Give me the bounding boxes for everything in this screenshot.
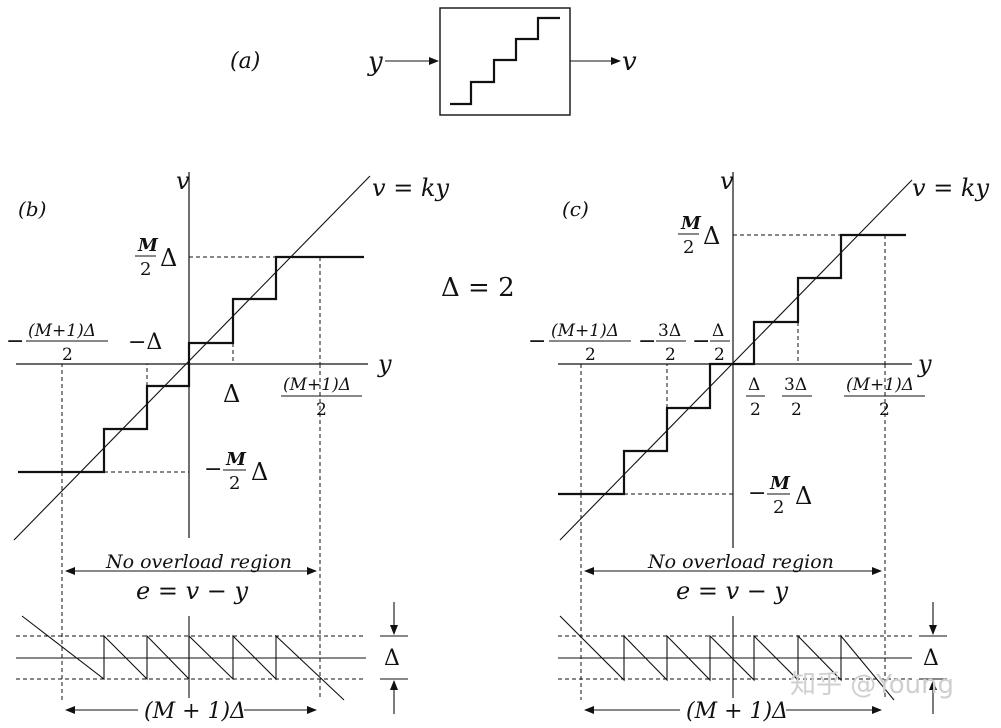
c-error-sawtooth-plot: Δ (M + 1)Δ — [558, 602, 947, 724]
svg-text:2: 2 — [714, 345, 725, 365]
c-half-label: Δ 2 — [746, 375, 765, 420]
b-error-sawtooth-plot: Δ (M + 1)Δ — [16, 602, 408, 724]
c-neg-3half-label: − 3Δ 2 — [638, 321, 686, 365]
svg-text:−: − — [748, 481, 766, 506]
b-v-axis-label: v — [176, 167, 190, 195]
panel-a-input-label: y — [367, 47, 383, 77]
c-three-half-label: 3Δ 2 — [782, 375, 812, 420]
svg-text:No overload region: No overload region — [647, 551, 834, 573]
panel-b-label: (b) — [18, 197, 46, 221]
svg-text:Δ: Δ — [703, 222, 720, 250]
svg-text:No overload region: No overload region — [105, 551, 292, 573]
svg-text:Δ: Δ — [748, 375, 760, 395]
b-line-label: v = ky — [372, 174, 449, 202]
quantizer-box — [439, 7, 571, 116]
svg-text:3Δ: 3Δ — [784, 375, 807, 395]
b-width-label: (M + 1)Δ — [144, 699, 246, 724]
svg-text:−: − — [6, 329, 24, 354]
svg-text:3Δ: 3Δ — [658, 321, 681, 341]
panel-a-label: (a) — [230, 49, 260, 74]
svg-text:2: 2 — [62, 345, 73, 365]
c-error-equation: e = v − y — [676, 577, 788, 605]
b-error-band-label: Δ — [384, 646, 400, 671]
c-width-label: (M + 1)Δ — [686, 699, 788, 724]
svg-text:2: 2 — [665, 345, 676, 365]
svg-text:−: − — [638, 329, 656, 354]
c-diagonal-line — [559, 179, 913, 541]
svg-text:Δ: Δ — [160, 244, 177, 272]
panel-c: (c) v y v = ky M 2 Δ − — [528, 167, 989, 700]
c-top-level-label: M 2 Δ — [678, 213, 720, 258]
b-diagonal-line — [13, 175, 371, 541]
c-error-band-label: Δ — [923, 646, 939, 671]
svg-text:2: 2 — [229, 473, 240, 494]
panel-a: (a) y v — [230, 7, 637, 116]
b-right-end-label: (M+1)Δ 2 — [281, 375, 362, 420]
svg-text:Δ: Δ — [712, 321, 724, 341]
svg-text:(M+1)Δ: (M+1)Δ — [846, 375, 914, 395]
c-left-end-label: − (M+1)Δ 2 — [528, 321, 631, 365]
svg-text:M: M — [680, 213, 702, 234]
svg-text:2: 2 — [773, 497, 784, 518]
c-bottom-level-label: − M 2 Δ — [748, 473, 812, 518]
svg-text:M: M — [137, 235, 159, 256]
svg-text:M: M — [769, 473, 791, 494]
b-bottom-level-label: − M 2 Δ — [204, 449, 268, 494]
svg-text:2: 2 — [791, 400, 802, 420]
svg-text:2: 2 — [140, 259, 151, 280]
svg-text:Δ: Δ — [795, 482, 812, 510]
svg-text:−: − — [692, 329, 710, 354]
svg-text:2: 2 — [750, 400, 761, 420]
svg-text:(M+1)Δ: (M+1)Δ — [551, 321, 619, 341]
b-dashed-guides — [61, 256, 321, 700]
svg-text:(M+1)Δ: (M+1)Δ — [28, 321, 96, 341]
b-error-equation: e = v − y — [136, 577, 248, 605]
c-y-axis-label: y — [917, 350, 932, 378]
panel-a-output-label: v — [622, 47, 637, 77]
svg-text:M: M — [225, 449, 247, 470]
svg-text:2: 2 — [683, 237, 694, 258]
delta-equation: Δ = 2 — [441, 273, 515, 303]
c-no-overload-span: No overload region e = v − y — [584, 551, 882, 605]
svg-text:(M+1)Δ: (M+1)Δ — [283, 375, 351, 395]
watermark-text: 知乎 @Young — [790, 670, 954, 700]
svg-text:−: − — [528, 329, 546, 354]
c-neg-half-label: − Δ 2 — [692, 321, 730, 365]
svg-text:−: − — [204, 457, 222, 482]
svg-text:2: 2 — [585, 345, 596, 365]
svg-text:Δ: Δ — [251, 458, 268, 486]
c-v-axis-label: v — [720, 167, 734, 195]
svg-text:2: 2 — [316, 400, 327, 420]
c-dashed-guides — [580, 234, 886, 700]
panel-c-label: (c) — [562, 197, 589, 221]
b-neg-delta-label: −Δ — [128, 330, 162, 355]
b-left-end-label: − (M+1)Δ 2 — [6, 321, 108, 365]
panel-b: (b) v y v = ky M 2 Δ — [6, 167, 449, 700]
b-quantizer-staircase — [18, 255, 364, 474]
b-top-level-label: M 2 Δ — [135, 235, 177, 280]
b-no-overload-span: No overload region e = v − y — [65, 551, 317, 605]
staircase-icon — [450, 16, 560, 106]
c-right-end-label: (M+1)Δ 2 — [844, 375, 925, 420]
b-delta-label: Δ — [223, 380, 240, 408]
c-line-label: v = ky — [912, 174, 989, 202]
b-y-axis-label: y — [377, 350, 392, 378]
svg-text:2: 2 — [879, 400, 890, 420]
